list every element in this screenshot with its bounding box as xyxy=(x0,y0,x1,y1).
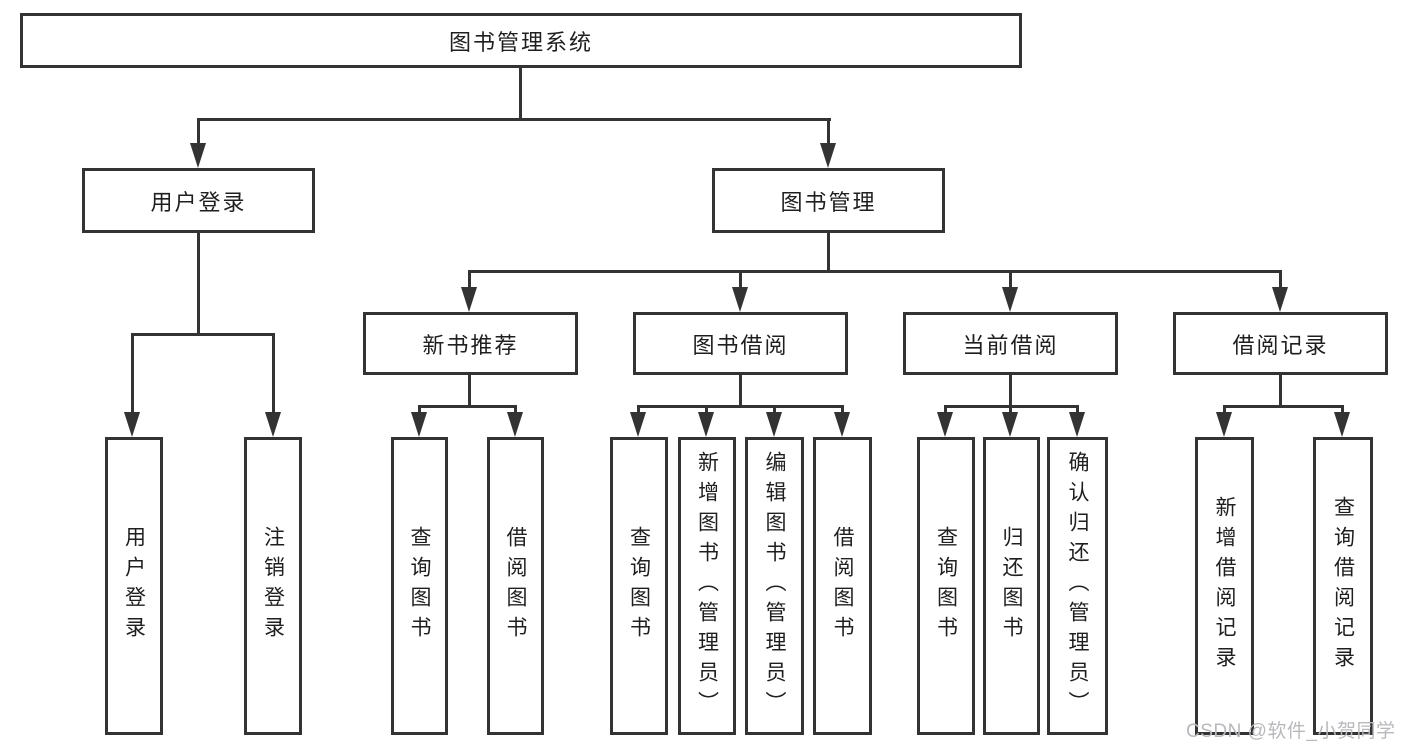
connector-to-new-book-recommendation xyxy=(468,270,471,290)
node-new-book-recommendation-label: 新书推荐 xyxy=(422,332,519,358)
leaf-user-login: 用户登录 xyxy=(105,437,163,735)
leaf-query-books-recommend-label: 查询图书 xyxy=(408,526,432,646)
connector-cb-stem xyxy=(1009,375,1012,408)
connector-bb-4 xyxy=(841,405,844,417)
leaf-add-books-admin-label: 新增图书（管理员） xyxy=(695,451,719,721)
connector-arrowhead xyxy=(411,412,427,437)
leaf-borrow-books-recommend-label: 借阅图书 xyxy=(504,526,528,646)
connector-arrowhead xyxy=(1069,412,1085,437)
leaf-return-books-label: 归还图书 xyxy=(1000,526,1024,646)
leaf-confirm-return-admin-label: 确认归还（管理员） xyxy=(1066,451,1090,721)
leaf-borrow-books-label: 借阅图书 xyxy=(831,526,855,646)
node-root-system: 图书管理系统 xyxy=(20,13,1022,68)
node-book-borrowing: 图书借阅 xyxy=(633,312,848,375)
connector-cb-1 xyxy=(944,405,947,417)
connector-arrowhead xyxy=(834,412,850,437)
connector-user-login-branch xyxy=(131,333,275,336)
connector-root-branch xyxy=(197,118,831,121)
node-user-login: 用户登录 xyxy=(82,168,315,233)
connector-cb-2 xyxy=(1009,405,1012,417)
connector-br-stem xyxy=(1279,375,1282,408)
leaf-query-books-borrowing: 查询图书 xyxy=(610,437,668,735)
connector-cb-3 xyxy=(1076,405,1079,417)
connector-user-login-stem xyxy=(197,233,200,336)
leaf-logout-label: 注销登录 xyxy=(261,526,285,646)
leaf-add-books-admin: 新增图书（管理员） xyxy=(678,437,736,735)
leaf-query-books-recommend: 查询图书 xyxy=(391,437,448,735)
leaf-borrow-books-recommend: 借阅图书 xyxy=(487,437,544,735)
connector-arrowhead xyxy=(461,287,477,312)
connector-to-current-borrowing xyxy=(1009,270,1012,290)
node-current-borrowing-label: 当前借阅 xyxy=(962,332,1059,358)
csdn-watermark: CSDN @软件_小贺同学 xyxy=(1186,721,1396,742)
connector-to-leaf-logout xyxy=(272,333,275,415)
connector-to-borrowing-records xyxy=(1279,270,1282,290)
node-root-system-label: 图书管理系统 xyxy=(448,29,593,55)
connector-arrowhead xyxy=(507,412,523,437)
leaf-add-borrow-record-label: 新增借阅记录 xyxy=(1213,496,1237,676)
connector-arrowhead xyxy=(1002,412,1018,437)
leaf-user-login-label: 用户登录 xyxy=(122,526,146,646)
connector-arrowhead xyxy=(698,412,714,437)
leaf-query-books-current: 查询图书 xyxy=(917,437,975,735)
connector-arrowhead xyxy=(820,143,836,168)
node-user-login-label: 用户登录 xyxy=(150,189,247,215)
connector-book-management-stem xyxy=(827,233,830,273)
node-borrowing-records-label: 借阅记录 xyxy=(1232,332,1329,358)
connector-bb-1 xyxy=(637,405,640,417)
leaf-query-borrow-record: 查询借阅记录 xyxy=(1313,437,1373,735)
connector-arrowhead xyxy=(630,412,646,437)
leaf-query-books-borrowing-label: 查询图书 xyxy=(627,526,651,646)
connector-arrowhead xyxy=(1216,412,1232,437)
connector-to-book-borrowing xyxy=(739,270,742,290)
connector-arrowhead xyxy=(1334,412,1350,437)
leaf-confirm-return-admin: 确认归还（管理员） xyxy=(1047,437,1108,735)
node-book-management: 图书管理 xyxy=(712,168,945,233)
connector-bb-2 xyxy=(705,405,708,417)
connector-to-leaf-user-login xyxy=(131,333,134,415)
connector-to-book-management xyxy=(827,118,830,146)
connector-br-left xyxy=(1223,405,1226,417)
connector-bb-stem xyxy=(739,375,742,408)
connector-arrowhead xyxy=(1272,287,1288,312)
connector-br-branch xyxy=(1223,405,1344,408)
connector-arrowhead xyxy=(766,412,782,437)
leaf-query-borrow-record-label: 查询借阅记录 xyxy=(1331,496,1355,676)
connector-arrowhead xyxy=(937,412,953,437)
node-book-borrowing-label: 图书借阅 xyxy=(692,332,789,358)
connector-bb-3 xyxy=(773,405,776,417)
connector-nbr-stem xyxy=(468,375,471,408)
leaf-query-books-current-label: 查询图书 xyxy=(934,526,958,646)
connector-bb-branch xyxy=(637,405,844,408)
leaf-edit-books-admin-label: 编辑图书（管理员） xyxy=(763,451,787,721)
leaf-return-books: 归还图书 xyxy=(983,437,1040,735)
leaf-edit-books-admin: 编辑图书（管理员） xyxy=(745,437,804,735)
connector-arrowhead xyxy=(732,287,748,312)
connector-to-user-login xyxy=(197,118,200,146)
connector-root-stem xyxy=(519,68,522,120)
leaf-add-borrow-record: 新增借阅记录 xyxy=(1195,437,1254,735)
node-book-management-label: 图书管理 xyxy=(780,189,877,215)
node-borrowing-records: 借阅记录 xyxy=(1173,312,1388,375)
node-new-book-recommendation: 新书推荐 xyxy=(363,312,578,375)
leaf-borrow-books: 借阅图书 xyxy=(813,437,872,735)
connector-arrowhead xyxy=(1002,287,1018,312)
leaf-logout: 注销登录 xyxy=(244,437,302,735)
connector-nbr-branch xyxy=(418,405,517,408)
node-current-borrowing: 当前借阅 xyxy=(903,312,1118,375)
connector-arrowhead xyxy=(124,412,140,437)
connector-arrowhead xyxy=(265,412,281,437)
connector-nbr-left xyxy=(418,405,421,417)
connector-book-management-branch xyxy=(468,270,1282,273)
connector-arrowhead xyxy=(190,143,206,168)
connector-nbr-right xyxy=(514,405,517,417)
connector-br-right xyxy=(1341,405,1344,417)
